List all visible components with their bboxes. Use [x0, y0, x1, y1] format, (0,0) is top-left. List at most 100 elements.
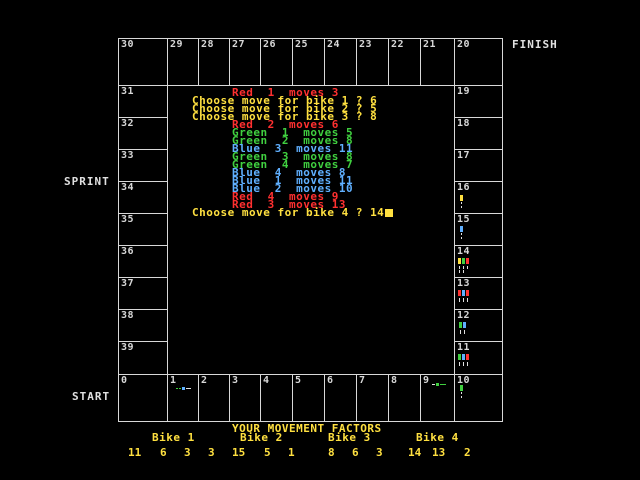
cell-number: 33 [121, 150, 135, 161]
text-cursor[interactable] [385, 209, 394, 217]
cell-number: 36 [121, 246, 135, 257]
cell-4: 4 [260, 374, 293, 422]
cell-number: 35 [121, 214, 135, 225]
cell-17: 17 [454, 149, 503, 182]
cell-number: 28 [201, 39, 215, 50]
log-line: Green 1 moves 5 [232, 126, 354, 139]
cell-number: 4 [263, 375, 270, 386]
log-line: Blue 3 moves 11 [232, 142, 354, 155]
cell-18: 18 [454, 117, 503, 150]
cell-number: 21 [423, 39, 437, 50]
log-line: Red 1 moves 3 [232, 86, 339, 99]
cell-number: 18 [457, 118, 471, 129]
cell-26: 26 [260, 38, 293, 86]
cell-35: 35 [118, 213, 168, 246]
cell-22: 22 [388, 38, 421, 86]
cell-number: 11 [457, 342, 471, 353]
cell-number: 8 [391, 375, 398, 386]
cell-number: 6 [327, 375, 334, 386]
cell-number: 23 [359, 39, 373, 50]
cell-number: 19 [457, 86, 471, 97]
cell-6: 6 [324, 374, 357, 422]
cell-36: 36 [118, 245, 168, 278]
cell-19: 19 [454, 85, 503, 118]
cell-24: 24 [324, 38, 357, 86]
factor-value: 3 [184, 446, 191, 459]
factor-value: 15 [232, 446, 246, 459]
cell-number: 2 [201, 375, 208, 386]
log-line: Green 2 moves 8 [232, 134, 354, 147]
cell-number: 29 [170, 39, 184, 50]
cell-number: 15 [457, 214, 471, 225]
cell-21: 21 [420, 38, 455, 86]
factor-value: 6 [160, 446, 167, 459]
factor-value: 11 [128, 446, 142, 459]
factor-value: 6 [352, 446, 359, 459]
log-line: Red 4 moves 9 [232, 190, 339, 203]
prompt-text: Choose move for bike 4 ? 14 [192, 206, 385, 219]
cell-number: 32 [121, 118, 135, 129]
log-line: Green 4 moves 7 [232, 158, 354, 171]
cell-37: 37 [118, 277, 168, 310]
cell-number: 7 [359, 375, 366, 386]
cell-number: 17 [457, 150, 471, 161]
cell-3: 3 [229, 374, 261, 422]
log-line: Blue 2 moves 10 [232, 182, 354, 195]
cell-38: 38 [118, 309, 168, 342]
cell-25: 25 [292, 38, 325, 86]
bike-token-icon [460, 195, 463, 208]
bike-label: Bike 1 [152, 431, 195, 444]
log-line: Green 3 moves 8 [232, 150, 354, 163]
factor-value: 13 [432, 446, 446, 459]
cell-number: 26 [263, 39, 277, 50]
bike-token-icon [458, 258, 469, 273]
cell-number: 12 [457, 310, 471, 321]
cell-number: 34 [121, 182, 135, 193]
log-line: Red 2 moves 6 [232, 118, 339, 131]
log-line: Blue 4 moves 8 [232, 166, 346, 179]
cell-34: 34 [118, 181, 168, 214]
move-prompt[interactable]: Choose move for bike 4 ? 14 [192, 206, 394, 219]
cell-28: 28 [198, 38, 230, 86]
factor-value: 14 [408, 446, 422, 459]
cell-number: 22 [391, 39, 405, 50]
movement-factors-title: YOUR MOVEMENT FACTORS [232, 422, 382, 435]
sprint-label: SPRINT [64, 175, 110, 188]
log-line: Choose move for bike 1 ? 6 [192, 94, 378, 107]
cell-33: 33 [118, 149, 168, 182]
factor-value: 2 [464, 446, 471, 459]
factor-value: 1 [288, 446, 295, 459]
cell-number: 39 [121, 342, 135, 353]
factor-value: 8 [328, 446, 335, 459]
start-label: START [72, 390, 111, 403]
cell-number: 25 [295, 39, 309, 50]
bike-token-icon [432, 383, 446, 386]
finish-label: FINISH [512, 38, 558, 51]
cell-2: 2 [198, 374, 230, 422]
bike-token-icon [460, 385, 463, 398]
bike-token-icon [459, 322, 466, 334]
cell-20: 20 [454, 38, 503, 86]
log-line: Choose move for bike 3 ? 8 [192, 110, 378, 123]
bike-token-icon [460, 226, 463, 239]
cell-number: 0 [121, 375, 128, 386]
cell-number: 9 [423, 375, 430, 386]
cell-23: 23 [356, 38, 389, 86]
cell-number: 30 [121, 39, 135, 50]
bike-token-icon [176, 387, 191, 390]
cell-number: 10 [457, 375, 471, 386]
cell-number: 37 [121, 278, 135, 289]
bike-label: Bike 2 [240, 431, 283, 444]
bike-token-icon [458, 354, 469, 366]
cell-5: 5 [292, 374, 325, 422]
cell-number: 14 [457, 246, 471, 257]
cell-number: 13 [457, 278, 471, 289]
log-line: Blue 1 moves 11 [232, 174, 354, 187]
cell-number: 24 [327, 39, 341, 50]
cell-number: 3 [232, 375, 239, 386]
factor-value: 3 [376, 446, 383, 459]
cell-number: 16 [457, 182, 471, 193]
cell-8: 8 [388, 374, 421, 422]
log-line: Choose move for bike 2 ? 5 [192, 102, 378, 115]
